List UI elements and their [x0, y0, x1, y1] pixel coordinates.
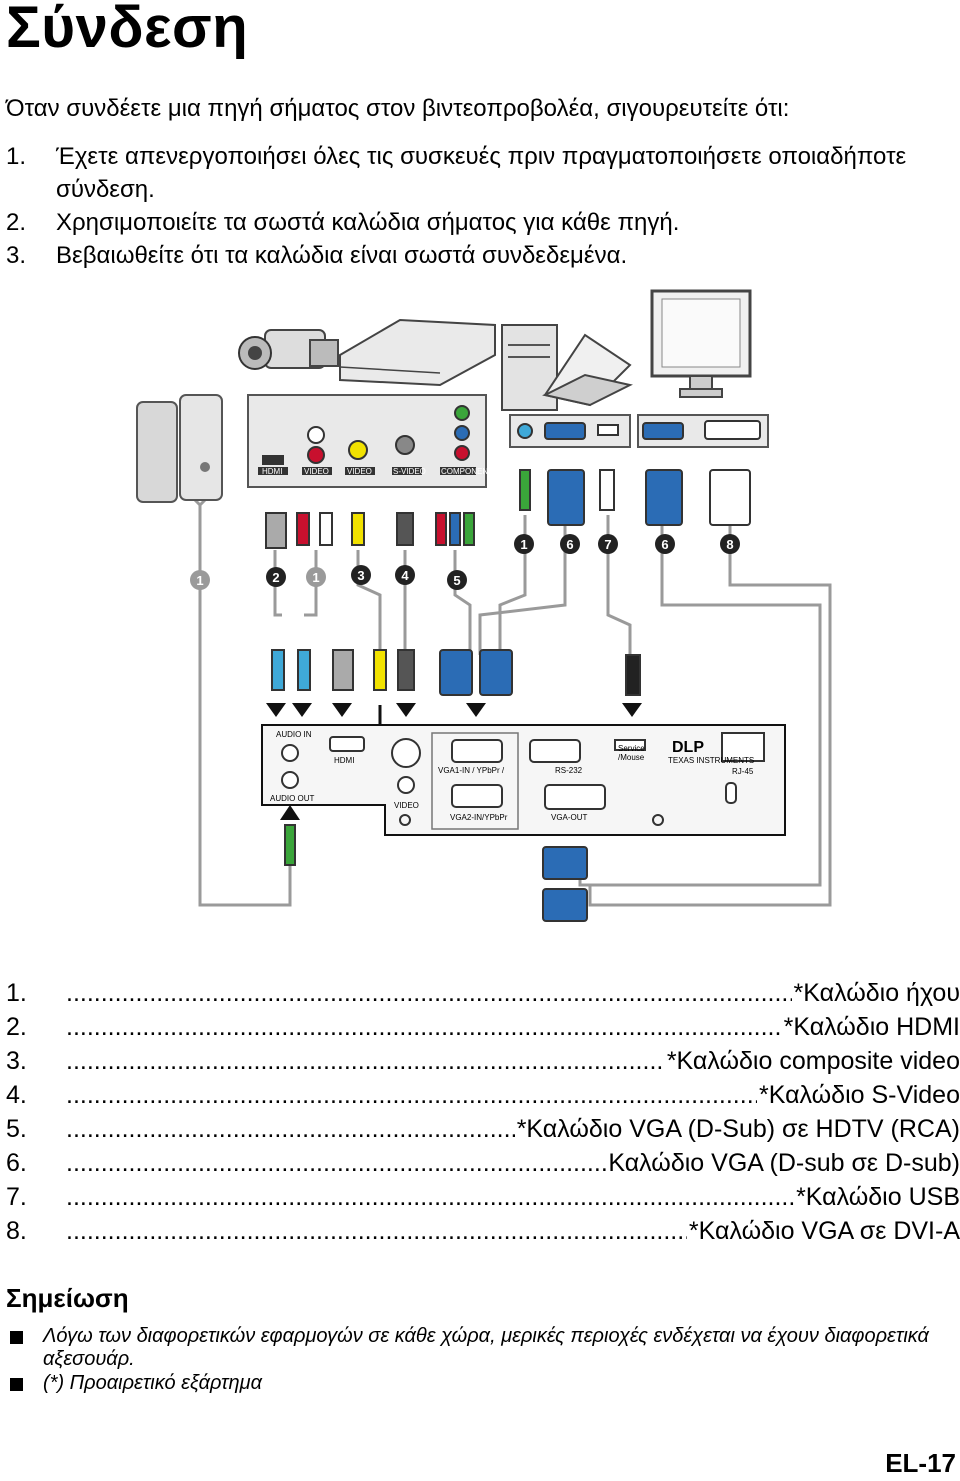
legend-row: 7.......................................…	[6, 1180, 960, 1214]
bullet-square-icon	[10, 1331, 23, 1344]
label-rj45: RJ-45	[732, 767, 754, 776]
legend-label: Καλώδιο VGA (D-sub σε D-sub)	[606, 1146, 960, 1180]
callout-label: 8	[726, 537, 733, 552]
callout-label: 6	[661, 537, 668, 552]
legend-label: *Καλώδιο VGA (D-Sub) σε HDTV (RCA)	[514, 1112, 960, 1146]
output-plugs	[284, 824, 588, 922]
steps-list: 1. Έχετε απενεργοποιήσει όλες τις συσκευέ…	[6, 140, 960, 272]
arrows	[266, 703, 642, 820]
note-text: (*) Προαιρετικό εξάρτημα	[43, 1372, 262, 1394]
callout-label: 1	[520, 537, 527, 552]
intro-text: Όταν συνδέετε μια πηγή σήματος στον βιντ…	[6, 95, 790, 122]
legend-number: 1.	[6, 979, 27, 1007]
page-title: Σύνδεση	[6, 0, 249, 60]
speaker-icon	[200, 462, 210, 472]
source-connector-panel: HDMI VIDEO VIDEO S-VIDEO COMPONENT	[247, 394, 493, 488]
note-item: Λόγω των διαφορετικών εφαρμογών σε κάθε …	[6, 1325, 946, 1371]
note-title: Σημείωση	[6, 1283, 129, 1313]
step-number: 2.	[6, 209, 27, 236]
lower-plugs	[271, 649, 641, 696]
callout-label: 6	[566, 537, 573, 552]
legend-number: 4.	[6, 1081, 27, 1109]
callout-label: 5	[453, 573, 460, 588]
panel-label: COMPONENT	[441, 467, 493, 476]
legend-row: 6.......................................…	[6, 1146, 960, 1180]
legend-row: 5.......................................…	[6, 1112, 960, 1146]
upper-plugs	[265, 469, 751, 549]
step-text: Χρησιμοποιείτε τα σωστά καλώδια σήματος …	[56, 209, 680, 236]
panel-label: S-VIDEO	[393, 467, 426, 476]
projector-panel: AUDIO IN AUDIO OUT HDMI VIDEO VGA1-IN / …	[261, 724, 786, 836]
notes-list: Λόγω των διαφορετικών εφαρμογών σε κάθε …	[6, 1325, 946, 1396]
legend-number: 6.	[6, 1149, 27, 1177]
legend-number: 5.	[6, 1115, 27, 1143]
step-item: 1. Έχετε απενεργοποιήσει όλες τις συσκευέ…	[6, 140, 960, 206]
legend-row: 2.......................................…	[6, 1010, 960, 1044]
dvd-player	[339, 318, 496, 387]
step-number: 3.	[6, 242, 27, 269]
legend-row: 4.......................................…	[6, 1078, 960, 1112]
panel-label: VIDEO	[347, 467, 372, 476]
label-hdmi: HDMI	[334, 756, 354, 765]
label-video: VIDEO	[394, 801, 419, 810]
pc-connector-panel	[509, 414, 769, 448]
legend-row: 1.......................................…	[6, 976, 960, 1010]
speakers	[136, 394, 223, 503]
bullet-square-icon	[10, 1378, 23, 1391]
panel-label: VIDEO	[304, 467, 329, 476]
computer	[501, 324, 633, 411]
legend-label: *Καλώδιο ήχου	[791, 976, 960, 1010]
label-audio-out: AUDIO OUT	[270, 794, 315, 803]
dlp-logo: DLP	[672, 739, 704, 756]
cable-legend: 1.......................................…	[6, 976, 960, 1248]
page-number: EL-17	[885, 1448, 956, 1478]
step-text: Έχετε απενεργοποιήσει όλες τις συσκευές …	[56, 143, 907, 203]
legend-number: 7.	[6, 1183, 27, 1211]
label-mouse: /Mouse	[618, 753, 645, 762]
note-item: (*) Προαιρετικό εξάρτημα	[6, 1372, 946, 1395]
callout-label: 2	[272, 570, 279, 585]
step-number: 1.	[6, 143, 27, 170]
label-vga2: VGA2-IN/YPbPr	[450, 813, 508, 822]
label-rs232: RS-232	[555, 766, 583, 775]
legend-number: 8.	[6, 1217, 27, 1245]
callout-label: 1	[312, 570, 319, 585]
callouts: 1 2 1 3 4 5 1 6 7 6 8	[190, 534, 740, 590]
legend-label: *Καλώδιο composite video	[664, 1044, 960, 1078]
step-item: 3. Βεβαιωθείτε ότι τα καλώδια είναι σωστά…	[6, 239, 960, 272]
label-audio-in: AUDIO IN	[276, 730, 312, 739]
legend-number: 3.	[6, 1047, 27, 1075]
camcorder	[238, 329, 339, 370]
connection-diagram: HDMI VIDEO VIDEO S-VIDEO COMPONENT	[136, 289, 832, 922]
legend-row: 8.......................................…	[6, 1214, 960, 1248]
legend-label: *Καλώδιο USB	[794, 1180, 960, 1214]
legend-row: 3.......................................…	[6, 1044, 960, 1078]
legend-label: *Καλώδιο HDMI	[781, 1010, 960, 1044]
step-item: 2. Χρησιμοποιείτε τα σωστά καλώδια σήματο…	[6, 206, 960, 239]
legend-label: *Καλώδιο VGA σε DVI-A	[686, 1214, 960, 1248]
callout-label: 1	[196, 573, 203, 588]
label-vga-out: VGA-OUT	[551, 813, 588, 822]
monitor	[650, 289, 752, 398]
label-ti: TEXAS INSTRUMENTS	[668, 756, 754, 765]
callout-label: 4	[401, 568, 409, 583]
callout-label: 7	[604, 537, 611, 552]
legend-number: 2.	[6, 1013, 27, 1041]
legend-label: *Καλώδιο S-Video	[756, 1078, 960, 1112]
note-text: Λόγω των διαφορετικών εφαρμογών σε κάθε …	[43, 1325, 929, 1370]
label-vga1: VGA1-IN / YPbPr /	[438, 766, 505, 775]
panel-label: HDMI	[262, 467, 282, 476]
label-service: Service	[618, 744, 645, 753]
step-text: Βεβαιωθείτε ότι τα καλώδια είναι σωστά σ…	[56, 242, 628, 269]
callout-label: 3	[357, 568, 364, 583]
